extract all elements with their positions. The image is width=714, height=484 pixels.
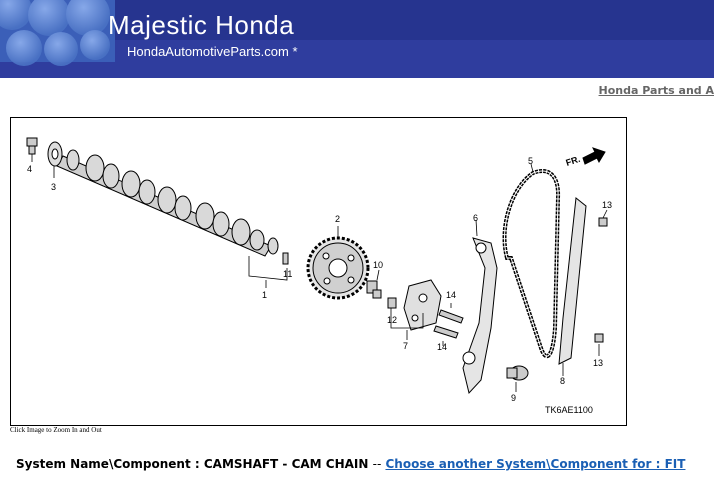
callout-14a: 14: [446, 290, 456, 300]
callout-5: 5: [528, 156, 533, 166]
bolt-13-drawing: [594, 217, 608, 343]
callout-13b: 13: [593, 358, 603, 368]
site-title: Majestic Honda: [108, 10, 295, 40]
banner-top-band: [0, 0, 714, 40]
system-value: CAMSHAFT - CAM CHAIN: [203, 457, 369, 471]
banner-decoration: [0, 0, 115, 66]
chain-guide-8-drawing: [558, 197, 587, 365]
system-separator: --: [372, 457, 382, 471]
callout-9: 9: [511, 393, 516, 403]
zoom-caption: Click Image to Zoom In and Out: [10, 426, 102, 434]
camshaft-drawing: [56, 149, 279, 257]
parts-diagram-image[interactable]: 4 3 1 11 2 10 12 7 14 14 6 5 13 13 8 9 F…: [10, 117, 627, 426]
callout-14b: 14: [437, 342, 447, 352]
callout-11: 11: [283, 269, 292, 279]
choose-system-link[interactable]: Choose another System\Component for : FI…: [385, 457, 686, 471]
collar-12-drawing: [387, 297, 397, 309]
callout-labels: 4 3 1 11 2 10 12 7 14 14 6 5 13 13 8 9 F…: [27, 154, 612, 415]
system-label: System Name\Component :: [16, 457, 200, 471]
site-subtitle: HondaAutomotiveParts.com *: [127, 44, 298, 59]
washer-3-drawing: [47, 141, 63, 167]
tensioner-arm-6-drawing: [462, 237, 498, 395]
bolt-9-drawing: [506, 365, 529, 381]
site-banner: Majestic Honda HondaAutomotiveParts.com …: [0, 0, 714, 78]
honda-parts-link[interactable]: Honda Parts and A: [598, 84, 714, 97]
callout-12: 12: [387, 315, 397, 325]
callout-4: 4: [27, 164, 32, 174]
front-direction-label: FR.: [565, 154, 582, 168]
bolt-10-drawing: [366, 280, 382, 299]
sprocket-2-drawing: [306, 236, 370, 300]
bolt-4-drawing: [26, 137, 38, 155]
front-direction-arrow-icon: [582, 147, 606, 165]
callout-13a: 13: [602, 200, 612, 210]
pin-11-drawing: [282, 252, 289, 265]
callout-7: 7: [403, 341, 408, 351]
callout-3: 3: [51, 182, 56, 192]
cam-chain-5-drawing: [502, 169, 561, 359]
callout-1: 1: [262, 290, 267, 300]
callout-10: 10: [373, 260, 383, 270]
callout-8: 8: [560, 376, 565, 386]
leader-lines: [31, 154, 608, 392]
diagram-code: TK6AE1100: [545, 405, 593, 415]
system-component-line: System Name\Component : CAMSHAFT - CAM C…: [16, 457, 685, 471]
bolt-14-drawing: [433, 309, 464, 339]
callout-6: 6: [473, 213, 478, 223]
callout-2: 2: [335, 214, 340, 224]
tensioner-bracket-drawing: [403, 279, 442, 331]
